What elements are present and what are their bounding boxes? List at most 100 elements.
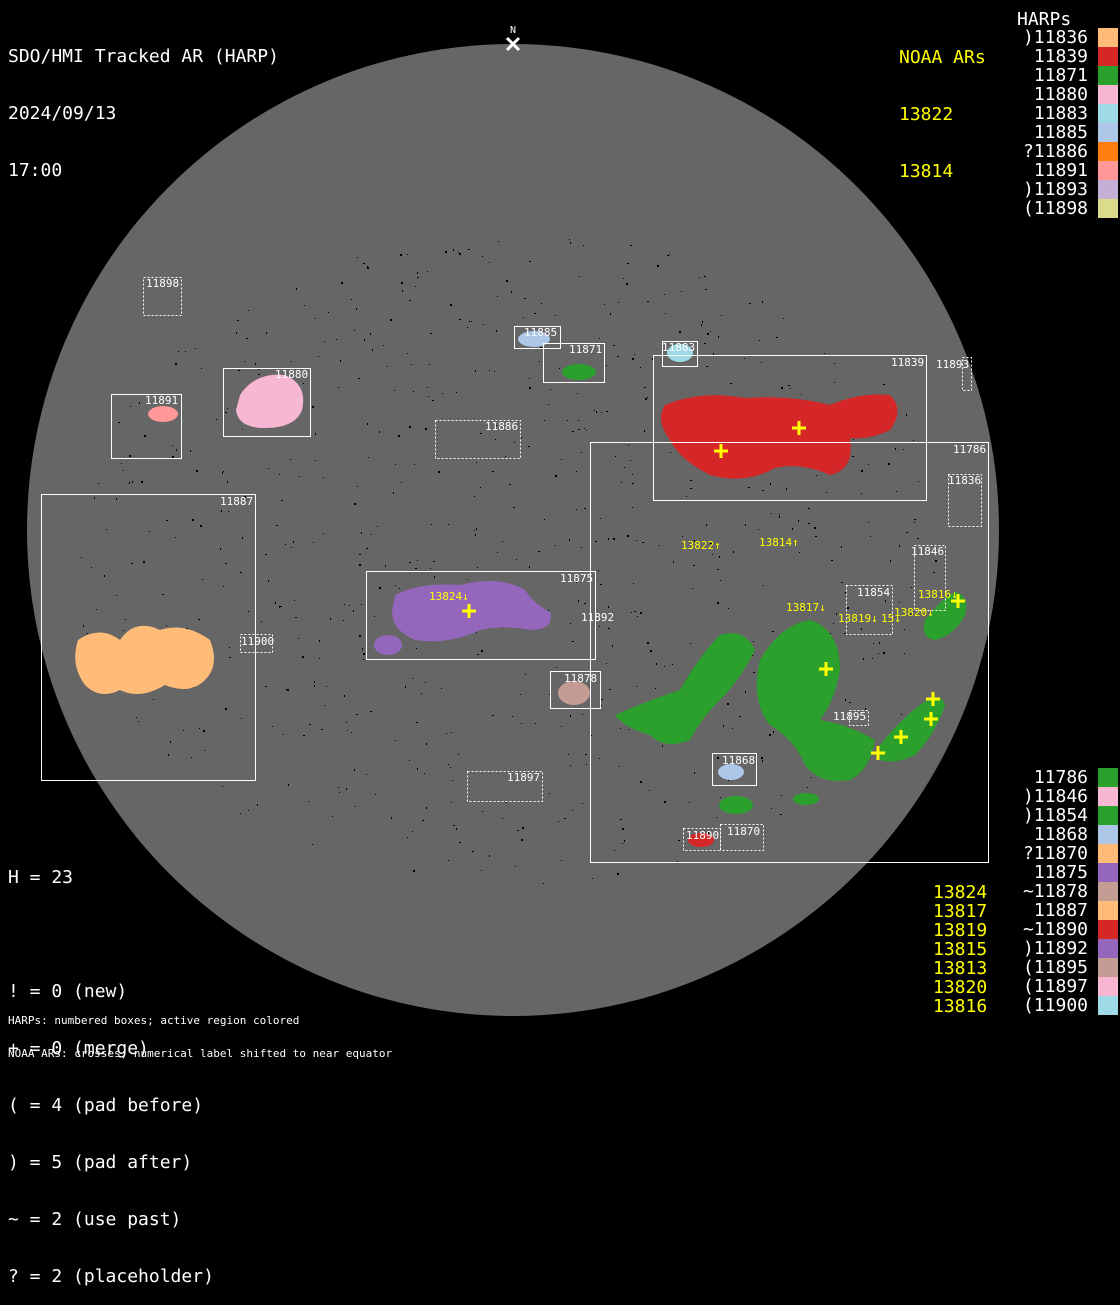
sunspot-speck bbox=[409, 760, 410, 761]
sunspot-speck bbox=[550, 389, 551, 390]
sunspot-speck bbox=[762, 490, 764, 491]
sunspot-speck bbox=[540, 347, 542, 348]
sunspot-speck bbox=[229, 657, 231, 658]
sunspot-speck bbox=[505, 456, 506, 457]
sunspot-speck bbox=[458, 754, 459, 755]
sunspot-speck bbox=[472, 851, 474, 852]
sunspot-speck bbox=[422, 820, 424, 821]
harp-box bbox=[846, 585, 893, 635]
sunspot-speck bbox=[367, 423, 368, 425]
sunspot-speck bbox=[595, 541, 597, 542]
sunspot-speck bbox=[326, 686, 327, 687]
sunspot-speck bbox=[529, 387, 531, 389]
sunspot-speck bbox=[222, 472, 223, 474]
sunspot-speck bbox=[708, 832, 709, 834]
sunspot-speck bbox=[568, 754, 569, 755]
harp-legend-label: )11836 bbox=[1022, 27, 1088, 48]
sunspot-speck bbox=[116, 498, 117, 500]
region-11854 bbox=[923, 592, 967, 640]
sunspot-speck bbox=[83, 625, 84, 627]
sunspot-speck bbox=[834, 382, 835, 383]
sunspot-speck bbox=[717, 602, 719, 604]
sunspot-speck bbox=[627, 263, 629, 264]
harp-box bbox=[435, 420, 521, 459]
sunspot-speck bbox=[706, 524, 707, 526]
sunspot-speck bbox=[622, 843, 623, 844]
sunspot-speck bbox=[577, 393, 578, 394]
harp-label: 11886 bbox=[485, 420, 518, 433]
sunspot-speck bbox=[244, 361, 245, 362]
harp-label: 11839 bbox=[891, 356, 924, 369]
north-label: N bbox=[510, 25, 516, 36]
sunspot-speck bbox=[622, 828, 624, 830]
sunspot-speck bbox=[604, 304, 605, 305]
sunspot-speck bbox=[315, 318, 316, 319]
sunspot-speck bbox=[385, 565, 386, 567]
sunspot-speck bbox=[153, 699, 154, 700]
sunspot-speck bbox=[679, 331, 681, 333]
region-11885 bbox=[518, 331, 550, 347]
harp-legend-label: 11875 bbox=[1033, 862, 1088, 883]
sunspot-speck bbox=[315, 433, 316, 435]
harp-color-swatch bbox=[1098, 806, 1118, 825]
sunspot-speck bbox=[474, 530, 475, 531]
stat-line: ? = 2 (placeholder) bbox=[8, 1266, 214, 1287]
noaa-legend-item: 13814 bbox=[899, 161, 954, 182]
sunspot-speck bbox=[308, 801, 309, 802]
sunspot-speck bbox=[483, 324, 484, 325]
sunspot-speck bbox=[509, 484, 511, 485]
sunspot-speck bbox=[312, 844, 313, 845]
sunspot-speck bbox=[609, 689, 611, 690]
sunspot-speck bbox=[489, 855, 490, 857]
sunspot-speck bbox=[600, 584, 602, 585]
sunspot-speck bbox=[428, 396, 429, 397]
noaa-legend-title: NOAA ARs bbox=[899, 47, 986, 68]
image-date: 2024/09/13 bbox=[8, 103, 117, 124]
harp-legend-label: (11895 bbox=[1022, 957, 1088, 978]
sunspot-speck bbox=[291, 547, 292, 548]
sunspot-speck bbox=[669, 254, 670, 255]
sunspot-speck bbox=[241, 718, 242, 719]
sunspot-speck bbox=[632, 507, 633, 508]
sunspot-speck bbox=[312, 406, 314, 408]
sunspot-speck bbox=[221, 510, 222, 512]
sunspot-speck bbox=[745, 691, 746, 693]
sunspot-speck bbox=[548, 610, 549, 611]
harp-color-swatch bbox=[1098, 142, 1118, 161]
sunspot-speck bbox=[662, 745, 663, 747]
sunspot-speck bbox=[649, 790, 650, 791]
sunspot-speck bbox=[202, 579, 203, 580]
harp-box bbox=[467, 771, 543, 802]
sunspot-speck bbox=[682, 536, 683, 537]
noaa-legend-item: 13813 bbox=[933, 958, 988, 979]
sunspot-speck bbox=[366, 774, 367, 775]
sunspot-speck bbox=[240, 813, 241, 814]
sunspot-speck bbox=[195, 348, 196, 349]
harp-legend-label: 11868 bbox=[1033, 824, 1088, 845]
harp-label: 11846 bbox=[911, 545, 944, 558]
sunspot-speck bbox=[853, 439, 854, 440]
sunspot-speck bbox=[606, 411, 608, 412]
sunspot-speck bbox=[845, 592, 846, 594]
sunspot-speck bbox=[502, 541, 503, 542]
sunspot-speck bbox=[933, 572, 935, 573]
sunspot-speck bbox=[371, 534, 372, 535]
sunspot-speck bbox=[356, 308, 357, 310]
sunspot-speck bbox=[456, 828, 457, 830]
stat-line: ( = 4 (pad before) bbox=[8, 1095, 204, 1116]
sunspot-speck bbox=[802, 608, 803, 609]
sunspot-speck bbox=[129, 482, 130, 484]
sunspot-speck bbox=[792, 528, 793, 530]
sunspot-speck bbox=[883, 652, 885, 654]
sunspot-speck bbox=[744, 358, 745, 359]
sunspot-speck bbox=[645, 398, 647, 400]
sunspot-speck bbox=[341, 282, 343, 284]
sunspot-speck bbox=[285, 544, 286, 545]
sunspot-speck bbox=[713, 353, 714, 355]
harp-legend-label: 11786 bbox=[1033, 767, 1088, 788]
sunspot-speck bbox=[302, 656, 304, 658]
sunspot-speck bbox=[402, 290, 403, 292]
sunspot-speck bbox=[544, 519, 545, 520]
sunspot-speck bbox=[523, 317, 524, 318]
sunspot-speck bbox=[621, 482, 622, 483]
